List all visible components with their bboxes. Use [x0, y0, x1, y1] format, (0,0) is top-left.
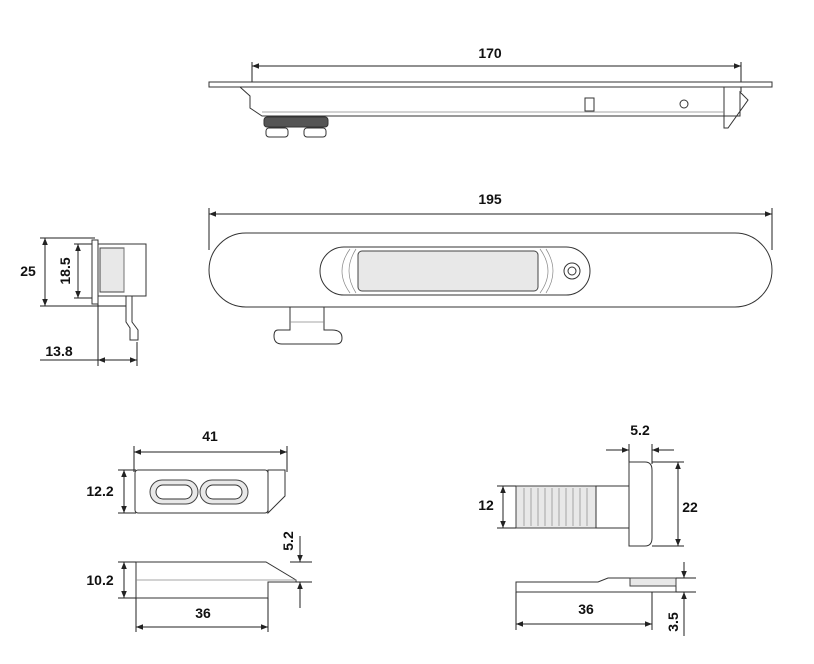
side-view-latch — [125, 295, 139, 341]
dim-side-height: 25 — [20, 263, 36, 279]
plate-grip-ribs — [523, 488, 588, 526]
dim-side-inner-height: 18.5 — [57, 257, 73, 284]
top-view-knob — [263, 116, 329, 128]
dim-top-length: 170 — [478, 45, 502, 61]
front-view-latch — [273, 306, 343, 345]
plate-head — [628, 461, 653, 547]
plate-neck — [595, 485, 630, 529]
dim-plate-step: 5.2 — [630, 422, 650, 438]
plate-view: 5.2 12 22 3.5 — [478, 422, 698, 636]
side-view: 25 18.5 13.8 — [20, 237, 147, 366]
dim-plate-thickness: 3.5 — [665, 612, 681, 632]
dim-keeper-side-height: 10.2 — [86, 572, 113, 588]
dim-plate-inner-height: 12 — [478, 497, 494, 513]
front-view: 195 — [208, 191, 773, 345]
top-view: 170 — [208, 45, 773, 138]
top-view-slot — [584, 97, 595, 112]
plate-grip — [515, 485, 597, 529]
dim-keeper-side-step: 5.2 — [280, 531, 296, 551]
dim-keeper-height: 12.2 — [86, 483, 113, 499]
dim-keeper-width: 41 — [202, 428, 218, 444]
top-view-body — [238, 86, 749, 129]
dim-front-length: 195 — [478, 191, 502, 207]
dim-plate-height: 22 — [682, 499, 698, 515]
top-view-plate — [208, 81, 773, 88]
dim-plate-length: 36 — [578, 601, 594, 617]
front-view-handle — [357, 250, 539, 292]
dim-keeper-side-length: 36 — [195, 605, 211, 621]
top-view-hole — [679, 99, 689, 109]
dim-side-depth: 13.8 — [45, 343, 72, 359]
keeper-view: 41 12.2 10.2 5.2 36 — [86, 428, 312, 632]
